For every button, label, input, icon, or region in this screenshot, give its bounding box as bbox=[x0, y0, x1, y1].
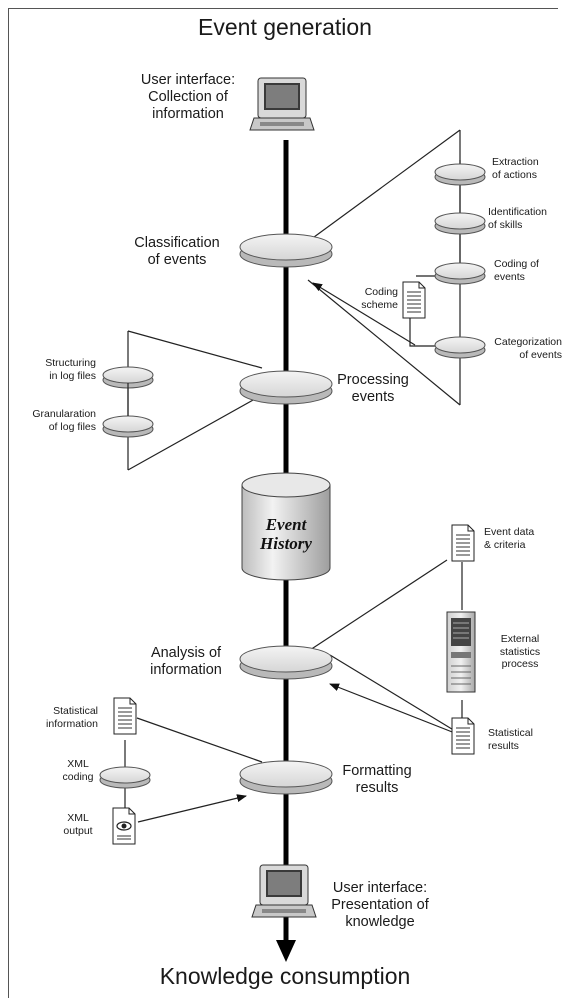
label-structuring: Structuring in log files bbox=[45, 357, 96, 382]
subdisc-extraction bbox=[434, 163, 486, 186]
spine-arrowhead bbox=[276, 940, 296, 962]
disc-analysis bbox=[239, 645, 333, 680]
title-event-generation: Event generation bbox=[198, 14, 372, 40]
categorization-arrow bbox=[312, 282, 416, 346]
label-analysis: Analysis of information bbox=[150, 645, 222, 678]
label-statistical-results: Statistical results bbox=[488, 727, 533, 752]
statistics-server-icon bbox=[446, 611, 476, 693]
coding-scheme-document-icon bbox=[402, 281, 426, 319]
diagram-frame bbox=[8, 8, 558, 998]
label-xml-coding: XML coding bbox=[62, 758, 94, 783]
label-coding-scheme: Coding scheme bbox=[361, 286, 398, 311]
label-categorization: Categorization of events bbox=[494, 336, 562, 361]
subdisc-granularation bbox=[102, 415, 154, 438]
label-ui-collection: User interface: Collection of informatio… bbox=[140, 72, 236, 122]
disc-processing bbox=[239, 370, 333, 405]
label-formatting: Formatting results bbox=[342, 763, 412, 796]
disc-formatting bbox=[239, 760, 333, 795]
label-granularation: Granularation of log files bbox=[32, 408, 96, 433]
label-external-statistics: External statistics process bbox=[499, 633, 541, 670]
label-ui-presentation: User interface: Presentation of knowledg… bbox=[331, 880, 429, 930]
xml-output-document-icon bbox=[112, 807, 136, 845]
monitor-collection-icon bbox=[249, 77, 315, 131]
label-statistical-information: Statistical information bbox=[46, 705, 98, 730]
event-data-document-icon bbox=[451, 524, 475, 562]
label-extraction: Extraction of actions bbox=[492, 156, 539, 181]
event-history-cylinder bbox=[241, 472, 331, 581]
monitor-presentation-icon bbox=[251, 864, 317, 918]
subdisc-coding-events bbox=[434, 262, 486, 285]
subdisc-xml-coding bbox=[99, 766, 151, 789]
subdisc-categorization bbox=[434, 336, 486, 359]
label-coding-events: Coding of events bbox=[494, 258, 539, 283]
label-event-history: Event History bbox=[260, 515, 312, 553]
label-xml-output: XML output bbox=[63, 812, 93, 837]
label-event-data: Event data & criteria bbox=[484, 526, 535, 551]
label-classification: Classification of events bbox=[134, 235, 220, 268]
label-processing: Processing events bbox=[337, 372, 409, 405]
statistical-information-document-icon bbox=[113, 697, 137, 735]
title-knowledge-consumption: Knowledge consumption bbox=[159, 963, 411, 989]
subdisc-identification bbox=[434, 212, 486, 235]
disc-classification bbox=[239, 233, 333, 268]
label-identification: Identification of skills bbox=[488, 206, 547, 231]
statistical-results-document-icon bbox=[451, 717, 475, 755]
